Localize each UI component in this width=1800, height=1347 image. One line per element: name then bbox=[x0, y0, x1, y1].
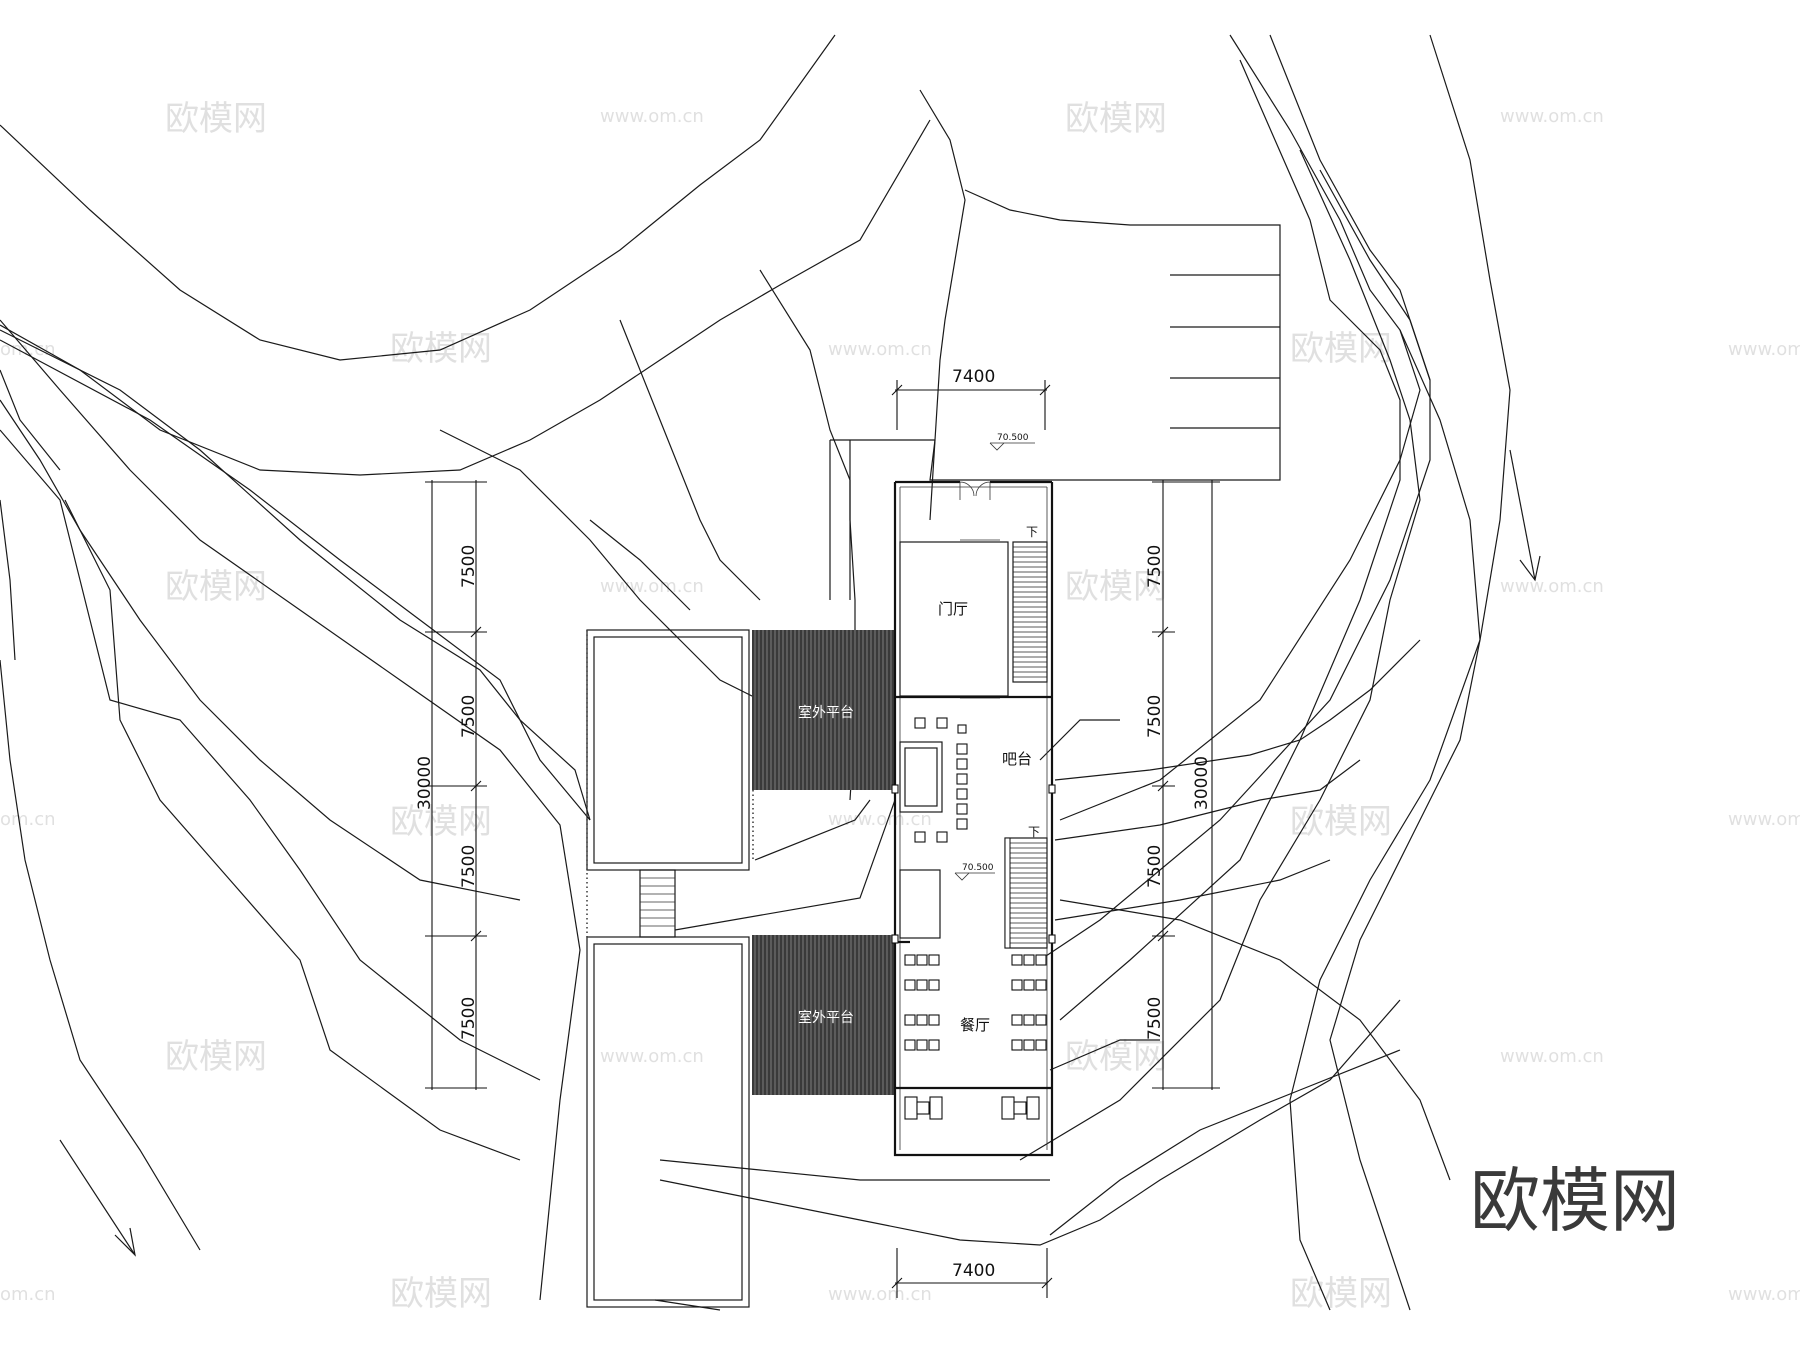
dining-chair bbox=[904, 1014, 916, 1026]
bar-stool bbox=[956, 743, 968, 755]
bar-label: 吧台 bbox=[1002, 750, 1032, 768]
watermark-url: www.om.cn bbox=[1728, 809, 1800, 830]
watermark-url: www.om.cn bbox=[828, 1284, 932, 1305]
dim-right-bay-3: 7500 bbox=[1145, 845, 1165, 888]
balcony-chair bbox=[1026, 1096, 1040, 1120]
dim-left-bay-3: 7500 bbox=[459, 845, 479, 888]
dining-label: 餐厅 bbox=[960, 1016, 990, 1034]
dining-chair bbox=[904, 979, 916, 991]
watermark-logo: 欧模网 bbox=[1065, 567, 1167, 607]
dining-chair bbox=[916, 1039, 928, 1051]
main-building: 门厅 下 吧台 下 70.500 餐厅 bbox=[891, 480, 1056, 1157]
west-blocks bbox=[586, 629, 896, 1308]
road-and-parking bbox=[829, 89, 1281, 801]
watermark-logo: 欧模网 bbox=[1290, 329, 1392, 369]
dining-chair bbox=[916, 979, 928, 991]
watermark-url: www.om.cn bbox=[1500, 106, 1604, 127]
dining-chair bbox=[904, 954, 916, 966]
watermark-url-short: om.cn bbox=[0, 1284, 56, 1305]
balcony-table bbox=[916, 1101, 930, 1115]
dim-left-bay-2: 7500 bbox=[459, 695, 479, 738]
level-entrance: 70.500 bbox=[997, 433, 1029, 443]
bar-stool bbox=[956, 803, 968, 815]
dining-chair bbox=[1023, 1039, 1035, 1051]
dining-chair bbox=[916, 1014, 928, 1026]
bar-stool bbox=[956, 773, 968, 785]
dining-chair bbox=[1011, 1014, 1023, 1026]
watermark-url: www.om.cn bbox=[1500, 576, 1604, 597]
dim-left-total: 30000 bbox=[415, 756, 435, 810]
dim-bottom-width: 7400 bbox=[952, 1261, 995, 1281]
watermark-url: www.om.cn bbox=[600, 106, 704, 127]
watermark-url: www.om.cn bbox=[1728, 1284, 1800, 1305]
dim-left-bay-4: 7500 bbox=[459, 997, 479, 1040]
watermark-url: www.om.cn bbox=[828, 809, 932, 830]
dim-right-bay-2: 7500 bbox=[1145, 695, 1165, 738]
big-watermark-logo: 欧模网 bbox=[1470, 1160, 1680, 1242]
bar-stool bbox=[957, 724, 967, 734]
watermark-url: www.om.cn bbox=[1500, 1046, 1604, 1067]
dining-chair bbox=[1035, 979, 1047, 991]
watermark-logo: 欧模网 bbox=[165, 1037, 267, 1077]
dining-chair bbox=[928, 1039, 940, 1051]
terrace-upper-label: 室外平台 bbox=[798, 704, 854, 721]
balcony-table bbox=[1013, 1101, 1027, 1115]
dining-chair bbox=[1023, 954, 1035, 966]
bar-stool bbox=[914, 831, 926, 843]
dim-right-bay-4: 7500 bbox=[1145, 997, 1165, 1040]
dining-chair bbox=[1035, 1014, 1047, 1026]
dim-top-width: 7400 bbox=[952, 367, 995, 387]
dining-chair bbox=[1023, 979, 1035, 991]
terrace-lower-label: 室外平台 bbox=[798, 1009, 854, 1026]
stair-top-down-label: 下 bbox=[1026, 525, 1038, 539]
balcony-chair bbox=[929, 1096, 943, 1120]
stair-handrail bbox=[1004, 837, 1011, 949]
watermark-layer: 欧模网 www.om.cn 欧模网 www.om.cn om.cn 欧模网 ww… bbox=[0, 99, 1800, 1314]
dining-chair bbox=[1035, 954, 1047, 966]
watermark-logo: 欧模网 bbox=[1290, 802, 1392, 842]
balcony-chair bbox=[904, 1096, 918, 1120]
watermark-logo: 欧模网 bbox=[390, 802, 492, 842]
bar-stool bbox=[914, 717, 926, 729]
level-interior: 70.500 bbox=[962, 863, 994, 873]
dining-chair bbox=[1011, 954, 1023, 966]
watermark-url: www.om.cn bbox=[1728, 339, 1800, 360]
dining-chair bbox=[904, 1039, 916, 1051]
dining-chair bbox=[928, 954, 940, 966]
watermark-url-short: om.cn bbox=[0, 339, 56, 360]
dining-chair bbox=[928, 1014, 940, 1026]
dining-chair bbox=[1011, 1039, 1023, 1051]
balcony-chair bbox=[1001, 1096, 1015, 1120]
drainage-arrows bbox=[59, 449, 1541, 1257]
dim-right-bay-1: 7500 bbox=[1145, 545, 1165, 588]
bar-stool bbox=[936, 717, 948, 729]
dim-left-bay-1: 7500 bbox=[459, 545, 479, 588]
dimension-annotations: 7400 7400 7500 7500 7500 7500 30000 bbox=[415, 367, 1220, 1298]
watermark-logo: 欧模网 bbox=[165, 99, 267, 139]
bar-stool bbox=[956, 788, 968, 800]
dining-chair bbox=[1035, 1039, 1047, 1051]
entrance-level-mark: 70.500 bbox=[989, 433, 1035, 451]
bar-stool bbox=[956, 818, 968, 830]
stair-mid-down-label: 下 bbox=[1028, 825, 1040, 839]
dining-chair bbox=[1023, 1014, 1035, 1026]
dining-chair bbox=[916, 954, 928, 966]
watermark-url: www.om.cn bbox=[600, 576, 704, 597]
watermark-url: www.om.cn bbox=[828, 339, 932, 360]
watermark-url-short: om.cn bbox=[0, 809, 56, 830]
terrain-contours bbox=[0, 34, 1511, 1311]
watermark-logo: 欧模网 bbox=[165, 567, 267, 607]
dining-chair bbox=[1011, 979, 1023, 991]
dim-right-total: 30000 bbox=[1192, 756, 1212, 810]
bar-stool bbox=[936, 831, 948, 843]
bar-stool bbox=[956, 758, 968, 770]
outdoor-terraces: 室外平台 室外平台 bbox=[752, 630, 895, 1095]
watermark-logo: 欧模网 bbox=[390, 1274, 492, 1314]
watermark-logo: 欧模网 bbox=[1290, 1274, 1392, 1314]
foyer-label: 门厅 bbox=[938, 600, 968, 618]
watermark-logo: 欧模网 bbox=[1065, 99, 1167, 139]
dining-chair bbox=[928, 979, 940, 991]
watermark-url: www.om.cn bbox=[600, 1046, 704, 1067]
